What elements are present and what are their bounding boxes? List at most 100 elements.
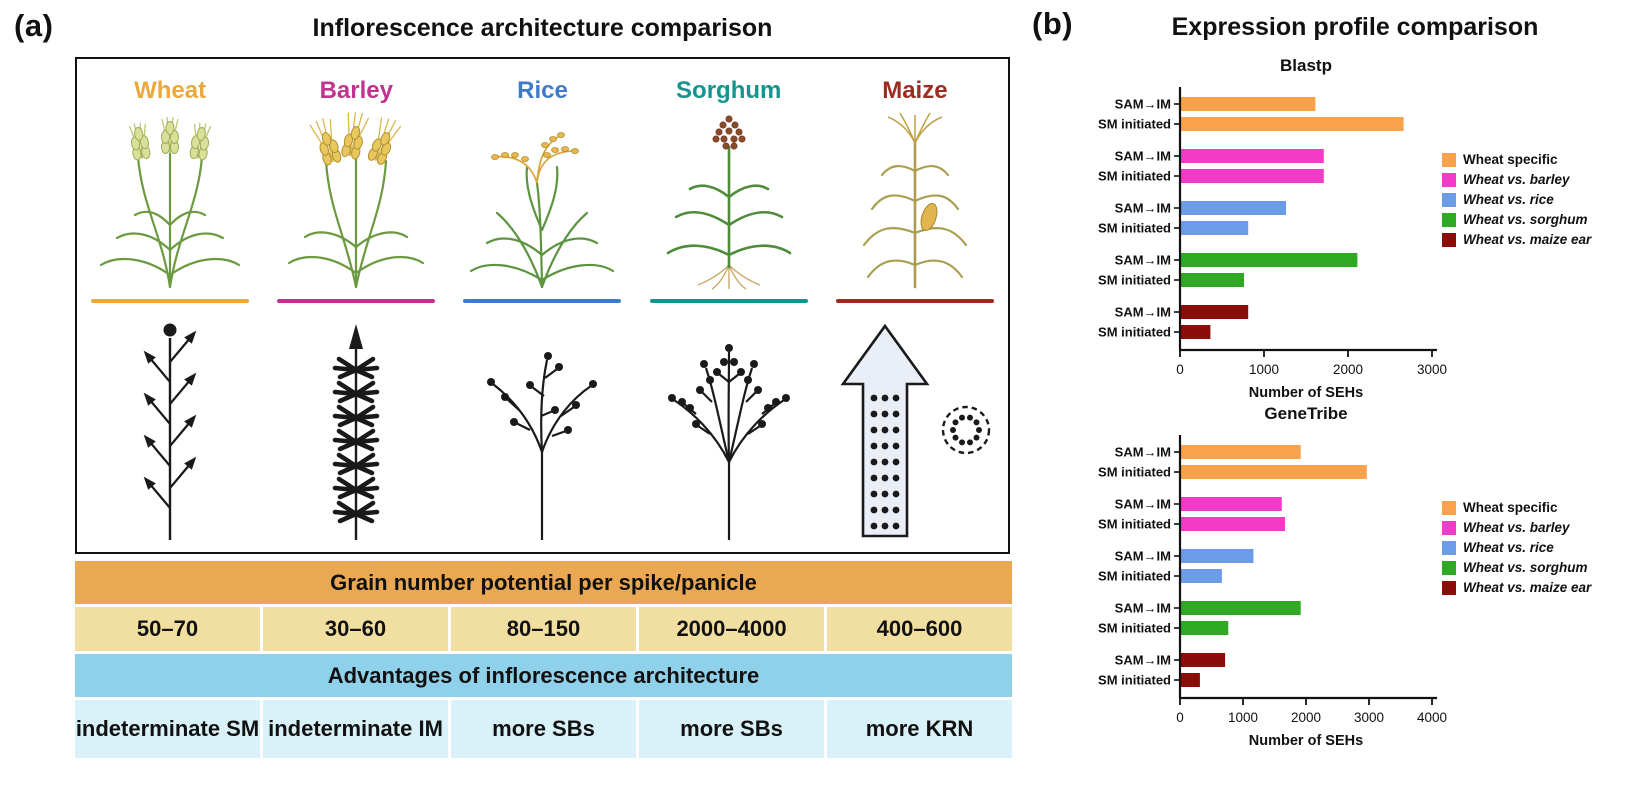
panel-b-label: (b) [1032, 6, 1074, 41]
legend-swatch [1442, 152, 1456, 167]
y-tick-label: SAM→IM [1115, 549, 1171, 564]
crop-name-maize: Maize [882, 77, 948, 104]
legend-swatch [1442, 560, 1456, 575]
legend-item: Wheat vs. maize ear [1442, 232, 1628, 247]
crop-name-sorghum: Sorghum [676, 77, 782, 104]
bar [1181, 325, 1211, 339]
legend-label: Wheat vs. rice [1463, 540, 1554, 555]
crop-name-barley: Barley [319, 77, 393, 104]
advantage-maize: more KRN [827, 700, 1012, 758]
x-tick-label: 1000 [1249, 362, 1279, 377]
sorghum-color-divider [649, 299, 808, 303]
x-axis-label: Number of SEHs [1249, 385, 1363, 401]
bar [1181, 273, 1244, 287]
bar [1181, 653, 1226, 667]
comparison-table: Grain number potential per spike/panicle… [75, 561, 1012, 761]
advantages-header: Advantages of inflorescence architecture [75, 654, 1012, 697]
y-tick-label: SM initiated [1098, 569, 1171, 584]
crop-column-maize: Maize [822, 59, 1008, 552]
crop-column-wheat: Wheat [77, 59, 263, 552]
legend-swatch [1442, 212, 1456, 227]
y-tick-label: SM initiated [1098, 517, 1171, 532]
maize-plant-illustration [862, 112, 967, 289]
bar [1181, 253, 1358, 267]
x-tick-label: 0 [1176, 362, 1184, 377]
bar [1181, 117, 1404, 131]
y-tick-label: SAM→IM [1115, 497, 1171, 512]
y-tick-label: SAM→IM [1115, 253, 1171, 268]
legend-label: Wheat vs. rice [1463, 192, 1554, 207]
advantage-barley: indeterminate IM [263, 700, 448, 758]
grain-number-barley: 30–60 [263, 607, 448, 651]
legend-label: Wheat vs. sorghum [1463, 212, 1588, 227]
sorghum-panicle-schematic [667, 344, 790, 541]
bar [1181, 517, 1285, 531]
y-tick-label: SAM→IM [1115, 149, 1171, 164]
y-tick-label: SAM→IM [1115, 201, 1171, 216]
genetribe-chart-title: GeneTribe [1264, 404, 1348, 423]
y-tick-label: SM initiated [1098, 465, 1171, 480]
legend-item: Wheat vs. sorghum [1442, 212, 1628, 227]
barley-color-divider [277, 299, 436, 303]
bar [1181, 673, 1200, 687]
legend-label: Wheat vs. sorghum [1463, 560, 1588, 575]
legend-label: Wheat vs. barley [1463, 172, 1570, 187]
advantage-rice: more SBs [451, 700, 636, 758]
y-tick-label: SAM→IM [1115, 445, 1171, 460]
sorghum-plant-illustration [666, 115, 791, 290]
y-tick-label: SAM→IM [1115, 97, 1171, 112]
legend-swatch [1442, 232, 1456, 247]
legend-item: Wheat vs. sorghum [1442, 560, 1628, 575]
rice-panicle-schematic [487, 352, 598, 541]
grain-number-rice: 80–150 [451, 607, 636, 651]
crop-name-wheat: Wheat [134, 77, 207, 104]
rice-color-divider [463, 299, 622, 303]
panel-a-label: (a) [14, 8, 54, 43]
crop-name-rice: Rice [517, 77, 568, 104]
x-tick-label: 3000 [1417, 362, 1447, 377]
legend-label: Wheat specific [1463, 500, 1558, 515]
advantages-row: indeterminate SM indeterminate IM more S… [75, 700, 1012, 758]
legend-label: Wheat specific [1463, 152, 1558, 167]
legend-item: Wheat vs. rice [1442, 540, 1628, 555]
crop-column-barley: Barley [263, 59, 449, 552]
legend-swatch [1442, 172, 1456, 187]
bar [1181, 601, 1301, 615]
x-tick-label: 3000 [1354, 710, 1384, 725]
y-tick-label: SM initiated [1098, 673, 1171, 688]
bar [1181, 221, 1249, 235]
y-tick-label: SAM→IM [1115, 601, 1171, 616]
rice-plant-illustration [470, 132, 615, 289]
grain-number-wheat: 50–70 [75, 607, 260, 651]
maize-color-divider [835, 299, 994, 303]
legend-item: Wheat vs. rice [1442, 192, 1628, 207]
blastp-legend: Wheat specific Wheat vs. barley Wheat vs… [1442, 152, 1628, 247]
legend-label: Wheat vs. maize ear [1463, 232, 1592, 247]
bar [1181, 569, 1222, 583]
wheat-color-divider [91, 299, 250, 303]
legend-swatch [1442, 540, 1456, 555]
advantage-wheat: indeterminate SM [75, 700, 260, 758]
x-tick-label: 2000 [1333, 362, 1363, 377]
maize-ear-schematic [840, 324, 991, 538]
x-tick-label: 4000 [1417, 710, 1447, 725]
bar [1181, 621, 1229, 635]
panel-a-title: Inflorescence architecture comparison [312, 14, 773, 42]
y-tick-label: SM initiated [1098, 325, 1171, 340]
crop-column-rice: Rice [449, 59, 635, 552]
panel-b-title: Expression profile comparison [1171, 13, 1539, 41]
wheat-spike-schematic [138, 323, 202, 541]
x-tick-label: 0 [1176, 710, 1184, 725]
legend-item: Wheat specific [1442, 152, 1628, 167]
blastp-chart-title: Blastp [1280, 56, 1332, 75]
y-tick-label: SM initiated [1098, 273, 1171, 288]
y-tick-label: SM initiated [1098, 221, 1171, 236]
barley-plant-illustration [288, 109, 425, 289]
advantage-sorghum: more SBs [639, 700, 824, 758]
bar [1181, 169, 1324, 183]
grain-number-maize: 400–600 [827, 607, 1012, 651]
y-tick-label: SM initiated [1098, 621, 1171, 636]
x-tick-label: 2000 [1291, 710, 1321, 725]
legend-item: Wheat vs. maize ear [1442, 580, 1628, 595]
